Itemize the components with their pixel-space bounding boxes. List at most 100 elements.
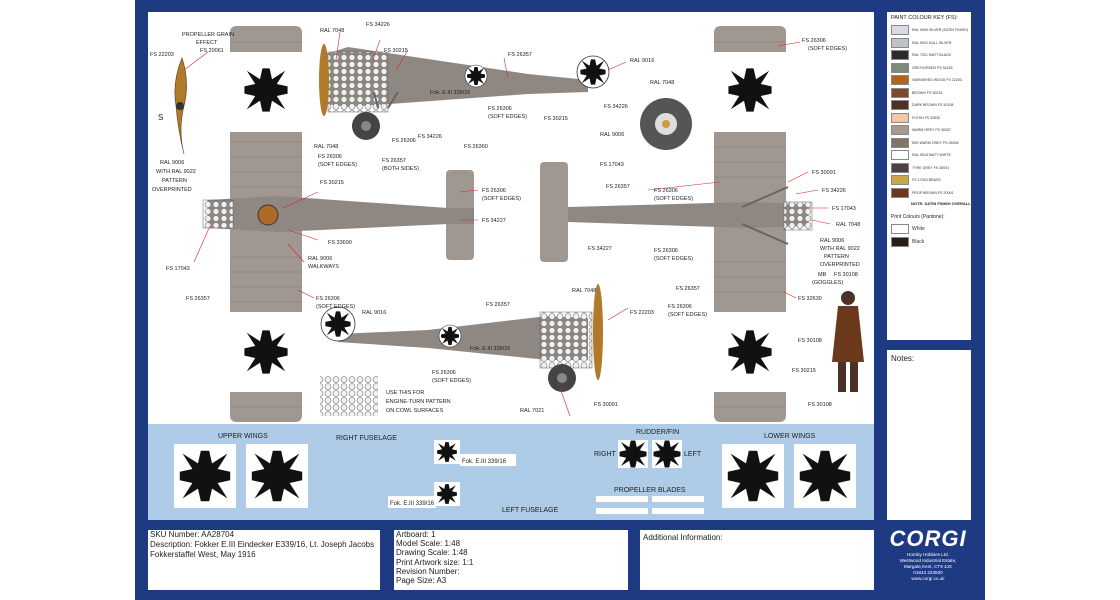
paint-key-label: RAL 9016 MATT WHITE (912, 153, 951, 158)
fuselage-decals (388, 440, 516, 508)
callout-fs26357-bot: FS 26357 (486, 302, 510, 308)
paint-key-label: RAL 7021 MATT BLACK (912, 53, 952, 58)
pantone-swatch (891, 224, 909, 235)
brand-address-1: Hornby Hobbies Ltd. (907, 552, 949, 557)
brand-address-4: 01843 233500 (913, 570, 943, 575)
product-info-box: SKU Number: AA28704 Description: Fokker … (148, 530, 380, 590)
revision-number: Revision Number: (396, 566, 460, 576)
page-size: Page Size: A3 (396, 576, 447, 586)
callout-prop-grain-2: EFFECT (196, 40, 218, 46)
callout-fs30215-mid: FS 30215 (544, 116, 568, 122)
decal-right-label: RIGHT (594, 451, 617, 458)
paint-swatch (891, 62, 909, 73)
callout-fs17043-l: FS 17043 (166, 266, 190, 272)
artboard-info-box: Artboard: 1 Model Scale: 1:48 Drawing Sc… (394, 530, 628, 590)
drawing-scale: Drawing Scale: 1:48 (396, 548, 468, 558)
callout-fs30215-pilot: FS 30215 (792, 368, 816, 374)
paint-swatch (891, 175, 909, 186)
propeller-blade-decals (596, 496, 704, 514)
paint-swatch (891, 187, 909, 198)
paint-swatch (891, 87, 909, 98)
callout-ral9006-wing-1: RAL 9006 (160, 160, 184, 166)
callout-engine-turn-2: ENGINE-TURN PATTERN (386, 399, 451, 405)
callout-fs26306-tr: FS 26306 (802, 38, 826, 44)
callout-fs17043-r: FS 17043 (832, 206, 856, 212)
callout-fs30108-a: FS 30108 (834, 272, 858, 278)
engine-turn-swatch (320, 376, 378, 416)
callout-fs17043-eng: FS 17043 (600, 162, 624, 168)
callout-ral7048-mid: RAL 7048 (314, 144, 338, 150)
callout-ral9006-wing-3: PATTERN (162, 178, 187, 184)
callout-fs22203-prop: FS 22203 (150, 52, 174, 58)
corgi-brand: CORGI Hornby Hobbies Ltd. Westwood Indus… (878, 524, 978, 596)
paint-key-label: RAL 9022 DULL SILVER (912, 40, 952, 45)
callout-fs33690: FS 33690 (328, 240, 352, 246)
callout-ral9016-bot: RAL 9016 (362, 310, 386, 316)
paint-swatch (891, 137, 909, 148)
paint-key-item: TYRE GREY FS 30091 (891, 162, 971, 175)
propeller-front (174, 57, 187, 155)
paint-key-item: MID WARM GREY FS 26306 (891, 137, 971, 150)
product-description: Description: Fokker E.III Eindecker E339… (150, 540, 375, 549)
paint-key-label: RAL 9006 SILVER (SATIN FINISH) (912, 28, 968, 33)
decal-sheet: UPPER WINGS RIGHT FUSELAGE LEFT FUSELAGE… (148, 424, 874, 520)
callout-fs26306-gear: FS 26306 (392, 138, 416, 144)
callout-both-sides: (BOTH SIDES) (382, 166, 419, 172)
sku-number: SKU Number: AA28704 (150, 530, 235, 539)
pantone-label: White (912, 226, 925, 233)
callout-soft-edges-r2: (SOFT EDGES) (654, 196, 693, 202)
paint-key-title: PAINT COLOUR KEY (FS): (891, 15, 958, 21)
decal-serial-left: Fok. E.III 339/16 (390, 501, 435, 507)
callout-ral7048-eng: RAL 7048 (650, 80, 674, 86)
callout-fs22203-bot: FS 22203 (630, 310, 654, 316)
paint-key-item: WARM GREY FS 26357 (891, 124, 971, 137)
callout-engine-turn-3: ON COWL SURFACES (386, 408, 444, 414)
product-unit: Fokkerstaffel West, May 1916 (150, 550, 256, 559)
paint-key-list: RAL 9006 SILVER (SATIN FINISH) RAL 9022 … (887, 24, 971, 199)
paint-key-label: FS 17043 BRASS (912, 178, 941, 183)
paint-key-item: RAL 7021 MATT BLACK (891, 49, 971, 62)
artwork-panel: PROPELLER GRAIN EFFECT FS 22203 FS 20061… (148, 12, 874, 424)
pantone-label: Black (912, 238, 925, 245)
paint-key-label: PROP BROWN FS 20061 (912, 190, 954, 195)
paint-key-label: VARNISHED WOOD FS 22203 (912, 78, 962, 83)
callout-leaders (183, 31, 831, 417)
paint-key-label: FLESH FS 32630 (912, 115, 941, 120)
callout-soft-edges-rw: (SOFT EDGES) (668, 312, 707, 318)
callout-fs26360: FS 26360 (464, 144, 488, 150)
callout-fs30215-top: FS 30215 (384, 48, 408, 54)
paint-key-item: RAL 9006 SILVER (SATIN FINISH) (891, 24, 971, 37)
decal-left-fuselage-label: LEFT FUSELAGE (502, 507, 559, 514)
callout-ral9006-wing-2: WITH RAL 9022 (156, 169, 196, 175)
paint-key-label: WARM GREY FS 26357 (912, 128, 951, 133)
fuselage-top-view (202, 170, 474, 260)
callout-ral7021: RAL 7021 (520, 408, 544, 414)
decal-propeller-blades-label: PROPELLER BLADES (614, 487, 686, 494)
upper-wing-decals (174, 444, 308, 508)
callout-ral9006-wing-4: OVERPRINTED (152, 187, 192, 193)
additional-info-box: Additional Information: (640, 530, 874, 590)
callout-fs26306-r2: FS 26306 (654, 188, 678, 194)
callout-soft-edges-r3: (SOFT EDGES) (654, 256, 693, 262)
pantone-swatch (891, 236, 909, 247)
paint-key-note: NOTE: SATIN FINISH OVERALL (911, 201, 971, 206)
callout-ral7048-r: RAL 7048 (836, 222, 860, 228)
callout-ral9006-r-1: RAL 9006 (820, 238, 844, 244)
paint-swatch (891, 112, 909, 123)
callout-soft-edges-tail: (SOFT EDGES) (482, 196, 521, 202)
print-artwork-size: Print Artwork size: 1:1 (396, 557, 474, 567)
callout-fs26306-tail: FS 26306 (482, 188, 506, 194)
callout-fs20061: FS 20061 (200, 48, 224, 54)
paint-key-label: MID WARM GREY FS 26306 (912, 140, 959, 145)
paint-swatch (891, 100, 909, 111)
callout-soft-edges-tr: (SOFT EDGES) (808, 46, 847, 52)
paint-swatch (891, 75, 909, 86)
decal-left-label: LEFT (684, 451, 702, 458)
callout-ral7048-top: RAL 7048 (320, 28, 344, 34)
paint-key-label: DARK BROWN FS 30108 (912, 103, 954, 108)
side-view-right (319, 44, 610, 140)
callout-labels: PROPELLER GRAIN EFFECT FS 22203 FS 20061… (150, 22, 860, 414)
paint-key-item: BROWN FS 30215 (891, 87, 971, 100)
notes-panel: Notes: (887, 350, 971, 520)
side-view-left (320, 284, 603, 392)
